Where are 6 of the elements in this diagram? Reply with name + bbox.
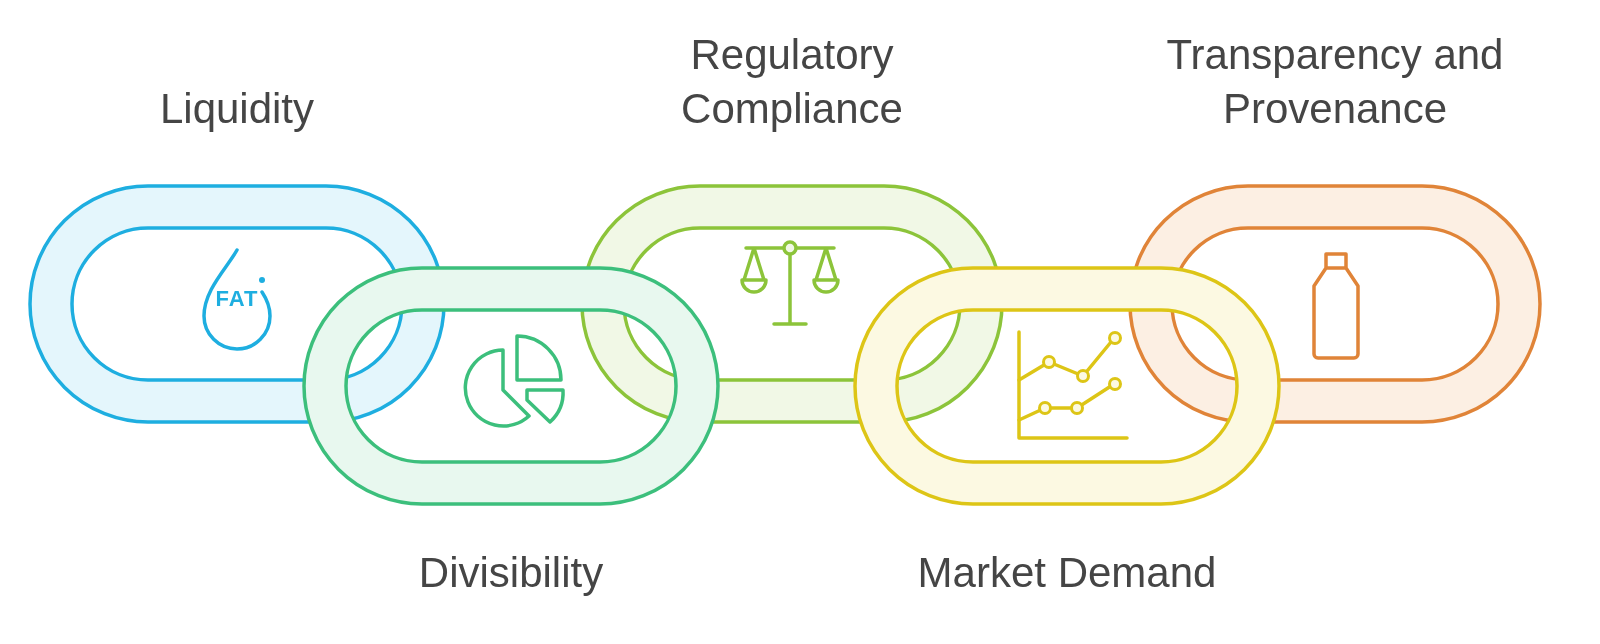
fat-label: FAT <box>214 286 260 312</box>
link-heading: Market Demand <box>916 548 1218 598</box>
link-heading: Liquidity <box>158 84 316 134</box>
link-heading: Divisibility <box>417 548 605 598</box>
link-heading: Regulatory Compliance <box>680 30 904 134</box>
link-heading: Transparency and Provenance <box>1165 30 1505 134</box>
